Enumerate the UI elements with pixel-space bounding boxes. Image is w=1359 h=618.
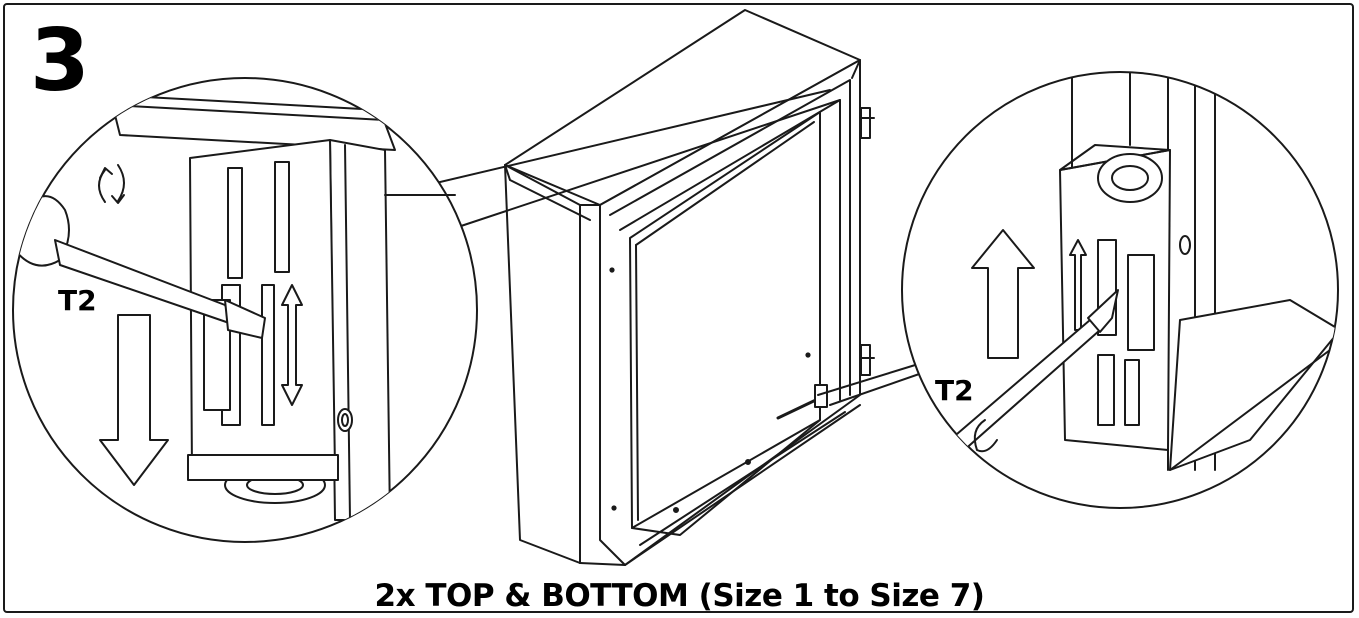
enclosure-cabinet xyxy=(504,9,875,566)
detail-left-content xyxy=(14,94,396,521)
cabinet-side xyxy=(504,164,581,564)
tool-label-right: T2 xyxy=(935,374,974,407)
callout-lines xyxy=(384,89,926,406)
caption: 2x TOP & BOTTOM (Size 1 to Size 7) xyxy=(374,578,985,614)
logo-right xyxy=(1127,254,1155,351)
top-hinge xyxy=(860,107,871,139)
screwdriver-right xyxy=(949,289,1119,453)
detail-right-content xyxy=(949,72,1338,471)
diagram-frame xyxy=(3,3,1354,613)
up-arrow-right xyxy=(971,229,1035,359)
double-arrow-left xyxy=(281,284,303,406)
screwdriver-left xyxy=(14,195,266,339)
step-number: 3 xyxy=(30,11,90,111)
tool-label-left: T2 xyxy=(58,284,97,317)
bottom-hinge xyxy=(860,344,871,376)
down-arrow-left xyxy=(99,314,169,486)
